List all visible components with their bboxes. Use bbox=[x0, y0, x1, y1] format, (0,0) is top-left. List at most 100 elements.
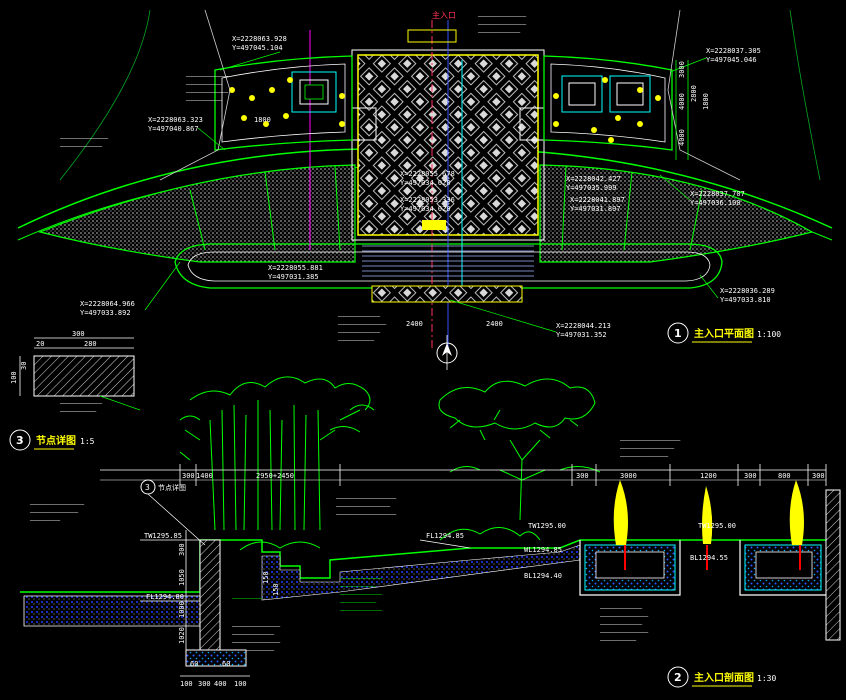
coord-7-y: Y=497031.897 bbox=[570, 205, 621, 213]
detail-curb-section bbox=[33, 355, 135, 397]
plan-dim-right-2: 4000 bbox=[678, 93, 686, 110]
section-top-dim-1: 300 bbox=[182, 472, 195, 480]
svg-text:──────────────: ────────────── bbox=[599, 606, 643, 612]
entry-steps bbox=[362, 245, 534, 277]
section-left-dim-5: 150 bbox=[262, 571, 270, 584]
section-bottom-dim-6: 60 bbox=[222, 660, 230, 668]
svg-text:──────────────────: ────────────────── bbox=[29, 502, 85, 508]
svg-text:──────────: ────────── bbox=[29, 518, 61, 524]
coord-9-y: Y=497031.385 bbox=[268, 273, 319, 281]
section-stair-fill bbox=[261, 544, 581, 601]
svg-text:────────────────: ──────────────── bbox=[337, 322, 387, 328]
section-left-dim-4: 1020 bbox=[178, 627, 186, 644]
coord-6-y: Y=497035.999 bbox=[566, 184, 617, 192]
coord-4-y: Y=497034.020 bbox=[400, 179, 451, 187]
north-arrow-icon bbox=[436, 335, 458, 370]
detail-dim-left-1: 100 bbox=[10, 371, 18, 384]
detail-dim-mid-2: 280 bbox=[84, 340, 97, 348]
elev-tw-center: TW1295.00 bbox=[528, 522, 566, 530]
right-planter-block bbox=[543, 55, 673, 151]
elev-tw-left: TW1295.85 bbox=[144, 532, 182, 540]
coord-3-x: X=2228063.323 bbox=[148, 116, 203, 124]
svg-text:────────────────────: ──────────────────── bbox=[335, 512, 397, 518]
section-view: 300 1400 2950+2450 300 3000 1200 300 800… bbox=[20, 376, 841, 688]
title-section-scale: 1:30 bbox=[757, 674, 776, 683]
title-detail-name: 节点详图 bbox=[36, 434, 76, 447]
detail-dim-top: 300 bbox=[72, 330, 85, 338]
svg-text:────────────: ──────────── bbox=[59, 409, 97, 415]
svg-text:──────────────: ────────────── bbox=[337, 330, 381, 336]
section-bottom-dim-1: 100 bbox=[180, 680, 193, 688]
svg-text:────────────: ──────────── bbox=[339, 584, 377, 590]
coord-9-x: X=2228055.881 bbox=[268, 264, 323, 272]
svg-text:────────────────: ──────────────── bbox=[477, 14, 527, 20]
coord-1-x: X=2228063.928 bbox=[232, 35, 287, 43]
wall-footing bbox=[185, 649, 247, 667]
detail-view: 300 20 280 100 30 ────────────── ───────… bbox=[10, 330, 141, 415]
bottom-paver-strip bbox=[371, 285, 523, 303]
plan-dim-bottom-2: 2400 bbox=[486, 320, 503, 328]
section-top-dim-9: 300 bbox=[812, 472, 825, 480]
svg-text:────────────────: ──────────────── bbox=[599, 614, 649, 620]
section-bottom-dim-3: 400 bbox=[214, 680, 227, 688]
svg-text:────────────────: ──────────────── bbox=[477, 22, 527, 28]
title-plan: 1 主入口平面图 1:100 bbox=[667, 322, 781, 344]
title-plan-scale: 1:100 bbox=[757, 330, 781, 339]
detail-dim-left-2: 30 bbox=[20, 362, 28, 370]
section-left-dim-2: 1050 bbox=[178, 569, 186, 586]
plan-dim-right-4: 2800 bbox=[690, 85, 698, 102]
svg-text:────────────────: ──────────────── bbox=[231, 624, 281, 630]
coord-4-x: X=2228055.678 bbox=[400, 170, 455, 178]
section-top-dim-3: 2950+2450 bbox=[256, 472, 294, 480]
svg-text:──────────────: ────────────── bbox=[59, 401, 103, 407]
svg-text:────────────: ──────────── bbox=[339, 600, 377, 606]
detail-callout: 3 节点详图 bbox=[140, 479, 206, 546]
curb-band-inner bbox=[187, 251, 711, 282]
svg-text:────────────: ──────────── bbox=[185, 98, 223, 104]
plan-dim-left-1: 1800 bbox=[254, 116, 271, 124]
coord-11-y: Y=497031.352 bbox=[556, 331, 607, 339]
entry-marker-label: 主入口 bbox=[432, 10, 456, 20]
plan-dim-right-5: 1800 bbox=[702, 93, 710, 110]
svg-text:────────────────────: ──────────────────── bbox=[335, 496, 397, 502]
section-ground-profile bbox=[20, 539, 826, 593]
broadleaf-tree bbox=[438, 378, 601, 521]
plan-dim-bottom-1: 2400 bbox=[406, 320, 423, 328]
left-planter-block bbox=[214, 55, 353, 151]
section-ground-plant-left bbox=[239, 541, 321, 551]
section-top-dim-6: 1200 bbox=[700, 472, 717, 480]
svg-text:────────────────: ──────────────── bbox=[599, 630, 649, 636]
elev-bl-left: BL1294.40 bbox=[524, 572, 562, 580]
svg-text:──────────────────: ────────────────── bbox=[335, 504, 391, 510]
svg-text:────────────────: ──────────────── bbox=[59, 136, 109, 142]
elev-fl-left: FL1294.80 bbox=[146, 593, 184, 601]
coord-12-x: X=2228036.289 bbox=[720, 287, 775, 295]
svg-text:────────────────: ──────────────── bbox=[29, 510, 79, 516]
coord-7-x: X=2228041.897 bbox=[570, 196, 625, 204]
svg-text:────────────: ──────────── bbox=[599, 638, 637, 644]
section-left-dim-6: 150 bbox=[272, 583, 280, 596]
section-bottom-dim-5: 60 bbox=[190, 660, 198, 668]
coord-10-y: Y=497033.892 bbox=[80, 309, 131, 317]
pool-basins bbox=[579, 489, 841, 641]
detail-dim-mid-1: 20 bbox=[36, 340, 44, 348]
section-bottom-dim-4: 100 bbox=[234, 680, 247, 688]
coord-5-x: X=2228053.336 bbox=[400, 196, 455, 204]
svg-text:──────────────: ────────────── bbox=[231, 632, 275, 638]
svg-text:──────────────: ────────────── bbox=[339, 592, 383, 598]
svg-text:────────────────────: ──────────────────── bbox=[619, 438, 681, 444]
svg-text:──────────────: ────────────── bbox=[599, 622, 643, 628]
curb-band bbox=[174, 243, 723, 289]
section-top-dim-4: 300 bbox=[576, 472, 589, 480]
plan-view: X=2228063.928 Y=497045.104 X=2228037.305… bbox=[17, 9, 833, 370]
svg-text:──────────────: ────────────── bbox=[185, 90, 229, 96]
coord-3-y: Y=497040.867 bbox=[148, 125, 199, 133]
svg-text:──────────────: ────────────── bbox=[59, 144, 103, 150]
svg-text:──────────────: ────────────── bbox=[339, 608, 383, 614]
svg-text:────────────: ──────────── bbox=[185, 82, 223, 88]
coord-8-y: Y=497036.100 bbox=[690, 199, 741, 207]
fountain-jets bbox=[613, 480, 804, 545]
coord-10-x: X=2228064.966 bbox=[80, 300, 135, 308]
coord-1-y: Y=497045.104 bbox=[232, 44, 283, 52]
